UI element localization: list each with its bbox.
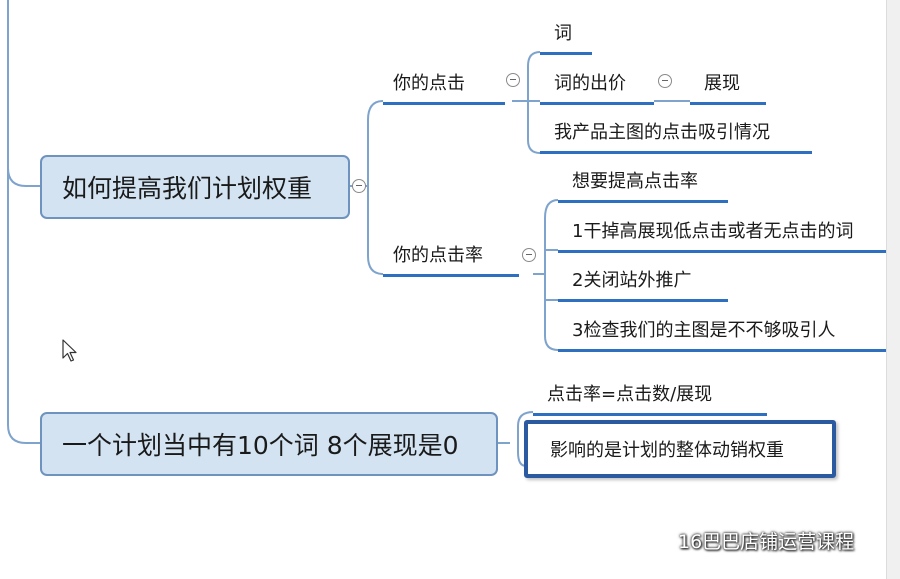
trunk-connector bbox=[7, 0, 40, 187]
mouse-cursor-icon bbox=[62, 339, 77, 362]
leaf-affects-plan-weight[interactable]: 影响的是计划的整体动销权重 bbox=[524, 420, 836, 478]
leaf-close-offsite-promo-label: 2关闭站外推广 bbox=[572, 270, 692, 291]
leaf-impressions[interactable]: 展现 bbox=[690, 72, 766, 105]
main-topic-ten-words-label: 一个计划当中有10个词 8个展现是0 bbox=[62, 431, 459, 460]
main2-children-connector bbox=[517, 411, 534, 467]
leaf-remove-low-click-words[interactable]: 1干掉高展现低点击或者无点击的词 bbox=[558, 220, 886, 253]
leaf-check-main-image[interactable]: 3检查我们的主图是不不够吸引人 bbox=[558, 319, 886, 352]
leaf-main-image-appeal[interactable]: 我产品主图的点击吸引情况 bbox=[540, 121, 812, 154]
trunk-connector-lower bbox=[7, 168, 40, 444]
branch-your-ctr-label: 你的点击率 bbox=[393, 245, 483, 266]
leaf-improve-ctr-label: 想要提高点击率 bbox=[572, 171, 698, 192]
leaf-ctr-formula[interactable]: 点击率=点击数/展现 bbox=[533, 383, 767, 416]
leaf-word-bid-label: 词的出价 bbox=[554, 73, 626, 94]
click-children-connector bbox=[527, 51, 541, 154]
collapse-toggle-clicks[interactable] bbox=[506, 73, 520, 87]
leaf-word-bid[interactable]: 词的出价 bbox=[540, 72, 654, 105]
main-topic-plan-weight[interactable]: 如何提高我们计划权重 bbox=[40, 155, 350, 219]
leaf-impressions-label: 展现 bbox=[704, 73, 740, 94]
leaf-affects-plan-weight-label: 影响的是计划的整体动销权重 bbox=[550, 440, 784, 461]
collapse-toggle-main1[interactable] bbox=[352, 179, 366, 193]
collapse-toggle-ctr[interactable] bbox=[522, 248, 536, 262]
leaf-improve-ctr[interactable]: 想要提高点击率 bbox=[558, 170, 728, 203]
leaf-close-offsite-promo[interactable]: 2关闭站外推广 bbox=[558, 269, 728, 302]
wechat-icon bbox=[646, 530, 671, 550]
vertical-scrollbar[interactable] bbox=[886, 0, 900, 579]
leaf-remove-low-click-words-label: 1干掉高展现低点击或者无点击的词 bbox=[572, 221, 854, 242]
main-topic-ten-words[interactable]: 一个计划当中有10个词 8个展现是0 bbox=[40, 412, 498, 476]
leaf-word-label: 词 bbox=[554, 23, 572, 44]
watermark: 16巴巴店铺运营课程 bbox=[646, 527, 854, 554]
collapse-toggle-bid[interactable] bbox=[658, 74, 672, 88]
branch-your-clicks-label: 你的点击 bbox=[393, 73, 465, 94]
leaf-main-image-appeal-label: 我产品主图的点击吸引情况 bbox=[554, 122, 770, 143]
leaf-word[interactable]: 词 bbox=[540, 22, 592, 55]
branch-your-ctr[interactable]: 你的点击率 bbox=[383, 244, 519, 277]
ctr-children-connector bbox=[544, 199, 559, 351]
branch-your-clicks[interactable]: 你的点击 bbox=[383, 72, 505, 105]
main-topic-plan-weight-label: 如何提高我们计划权重 bbox=[62, 174, 313, 203]
watermark-text: 16巴巴店铺运营课程 bbox=[678, 531, 855, 553]
leaf-ctr-formula-label: 点击率=点击数/展现 bbox=[547, 384, 713, 405]
main1-branch-connector bbox=[367, 100, 384, 275]
leaf-check-main-image-label: 3检查我们的主图是不不够吸引人 bbox=[572, 320, 836, 341]
